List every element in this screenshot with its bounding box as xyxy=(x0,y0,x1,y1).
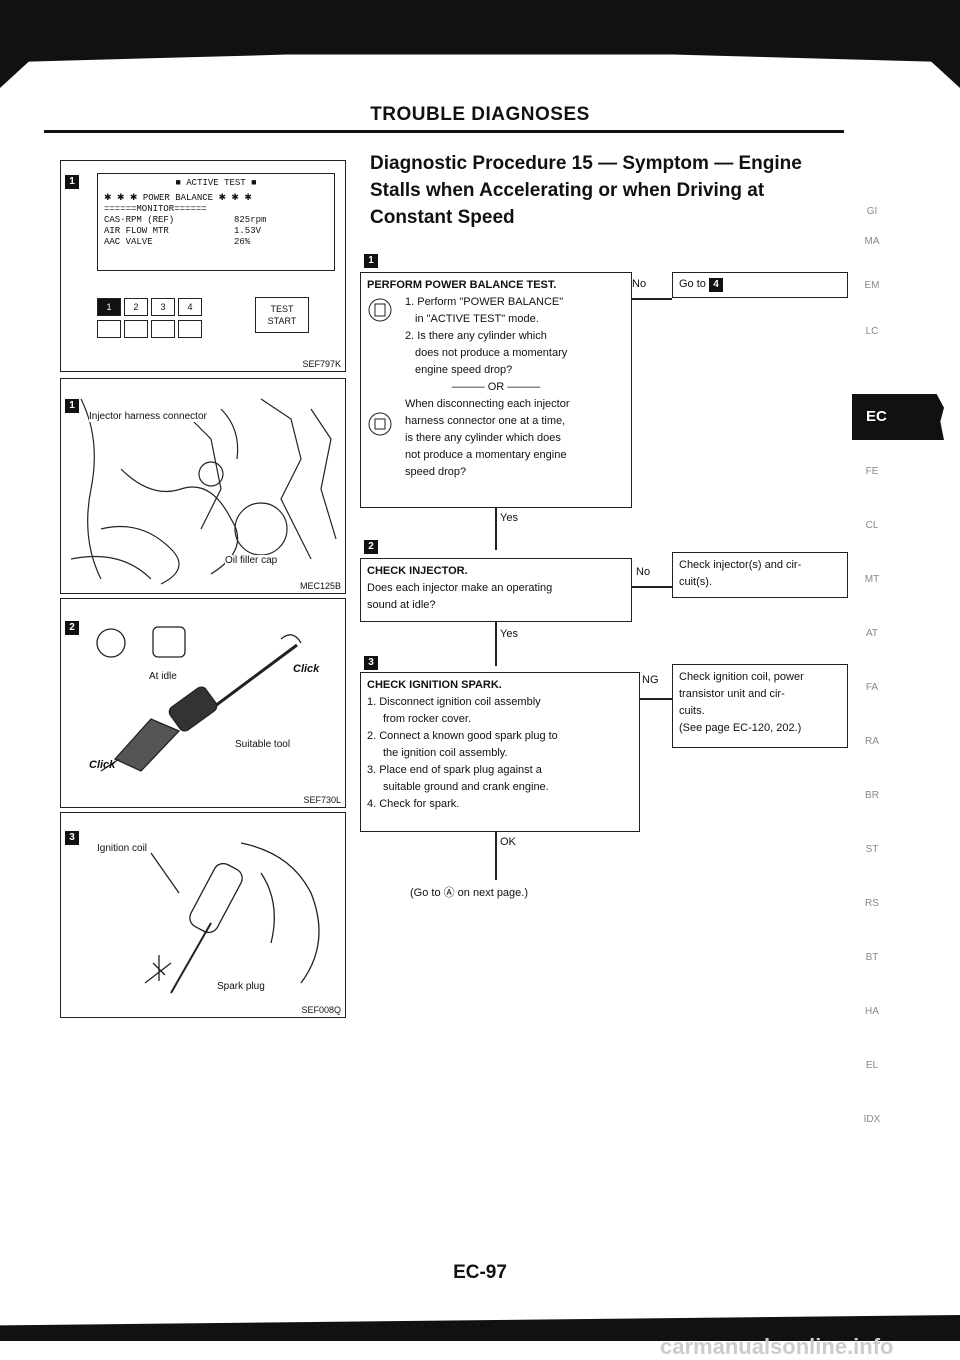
next-page-note: (Go to Ⓐ on next page.) xyxy=(410,887,529,899)
key-3-button[interactable]: 3 xyxy=(151,298,175,316)
screen-line1: ✱ ✱ ✱ POWER BALANCE ✱ ✱ ✱ xyxy=(104,193,252,203)
top-border-bar xyxy=(0,0,960,88)
arrow-no-1 xyxy=(632,298,672,300)
figure-engine-bay: 1 Injector harness connector Oil filler … xyxy=(60,378,346,594)
ignition-illustration xyxy=(144,842,320,994)
step2-title: CHECK INJECTOR. xyxy=(367,565,468,577)
side-tab-em[interactable]: EM xyxy=(864,280,880,291)
step-badge-3: 3 xyxy=(65,831,79,845)
screen-row: CAS·RPM (REF)825rpm xyxy=(104,215,267,225)
step1-box: PERFORM POWER BALANCE TEST. 1. Perform "… xyxy=(360,272,632,508)
suitable-tool-label: Suitable tool xyxy=(235,739,291,750)
side-tab-el[interactable]: EL xyxy=(865,1060,879,1071)
side-tab-fa[interactable]: FA xyxy=(865,682,879,693)
key-blank[interactable] xyxy=(97,320,121,338)
page-number: EC-97 xyxy=(453,1262,507,1283)
step3-box: CHECK IGNITION SPARK. 1. Disconnect igni… xyxy=(360,672,640,832)
click-label: Click xyxy=(293,663,320,675)
step-badge-1: 1 xyxy=(65,399,79,413)
figure-code: SEF008Q xyxy=(301,1005,341,1015)
or-divider: ——— OR ——— xyxy=(451,381,541,393)
side-tab-br[interactable]: BR xyxy=(865,790,879,801)
click-label: Click xyxy=(89,759,116,771)
screen-title: ■ ACTIVE TEST ■ xyxy=(175,178,257,188)
step-badge-2: 2 xyxy=(364,540,378,554)
figure-consult-screen: 1 ■ ACTIVE TEST ■ ✱ ✱ ✱ POWER BALANCE ✱ … xyxy=(60,160,346,372)
step3-ng-result: Check ignition coil, power transistor un… xyxy=(672,664,848,748)
ng-label: NG xyxy=(642,674,659,686)
arrow-yes-1 xyxy=(495,508,497,550)
arrow-yes-2 xyxy=(495,622,497,666)
side-tab-st[interactable]: ST xyxy=(865,844,879,855)
side-tab-gi[interactable]: GI xyxy=(866,206,878,217)
no-label: No xyxy=(636,566,651,578)
ignition-coil-label: Ignition coil xyxy=(97,843,148,854)
step-badge-4: 4 xyxy=(708,278,723,292)
oil-filler-cap-label: Oil filler cap xyxy=(225,555,278,566)
arrow-no-2 xyxy=(632,586,672,588)
side-tab-list: GI MA EM LC xyxy=(852,206,896,388)
step-badge-1: 1 xyxy=(65,175,79,189)
step2-box: CHECK INJECTOR. Does each injector make … xyxy=(360,558,632,622)
harness-icon xyxy=(368,412,392,436)
step-badge-1: 1 xyxy=(364,254,378,268)
figure-code: MEC125B xyxy=(299,581,341,591)
key-2-button[interactable]: 2 xyxy=(124,298,148,316)
injector-illustration xyxy=(96,626,302,772)
figure-injector-check: 2 At idle Click Suitable tool Click SEF7… xyxy=(60,598,346,808)
arrow-ng-3 xyxy=(640,698,672,700)
step2-no-result: Check injector(s) and cir- cuit(s). xyxy=(672,552,848,598)
side-tab-ha[interactable]: HA xyxy=(865,1006,879,1017)
side-tab-mt[interactable]: MT xyxy=(864,574,880,585)
key-1-button[interactable]: 1 xyxy=(97,298,121,316)
consult-icon xyxy=(368,298,392,322)
no-label: No xyxy=(632,278,647,290)
side-tab-cl[interactable]: CL xyxy=(865,520,879,531)
at-idle-label: At idle xyxy=(149,671,177,682)
page-header-title: TROUBLE DIAGNOSES xyxy=(370,104,590,125)
ok-label: OK xyxy=(500,836,516,848)
section-title: Diagnostic Procedure 15 — Symptom — Engi… xyxy=(370,150,802,231)
figure-code: SEF730L xyxy=(303,795,341,805)
watermark: carmanualsonline.info xyxy=(660,1334,894,1359)
side-tab-ra[interactable]: RA xyxy=(865,736,879,747)
figure-ignition-spark: 3 Ignition coil Spark plug SEF008Q xyxy=(60,812,346,1018)
spark-plug-label: Spark plug xyxy=(217,981,265,992)
arrow-ok-3 xyxy=(495,832,497,880)
injector-connector-label: Injector harness connector xyxy=(89,411,207,422)
yes-label: Yes xyxy=(500,512,518,524)
section-title-line1: Diagnostic Procedure 15 — Symptom — Engi… xyxy=(370,153,802,174)
step-badge-3: 3 xyxy=(364,656,378,670)
side-tab-bt[interactable]: BT xyxy=(865,952,879,963)
section-title-line3: Constant Speed xyxy=(370,207,515,228)
side-tab-rs[interactable]: RS xyxy=(865,898,879,909)
key-blank[interactable] xyxy=(151,320,175,338)
header-rule xyxy=(44,130,844,133)
side-tab-ma[interactable]: MA xyxy=(864,236,880,247)
side-tab-lc[interactable]: LC xyxy=(865,326,879,337)
key-4-button[interactable]: 4 xyxy=(178,298,202,316)
figure-code: SEF797K xyxy=(302,359,341,369)
side-tab-ec-active[interactable]: EC xyxy=(852,394,944,440)
step-badge-2: 2 xyxy=(65,621,79,635)
section-title-line2: Stalls when Accelerating or when Driving… xyxy=(370,180,765,201)
key-blank[interactable] xyxy=(124,320,148,338)
yes-label: Yes xyxy=(500,628,518,640)
side-tab-at[interactable]: AT xyxy=(865,628,879,639)
step1-no-result: Go to 4 xyxy=(672,272,848,298)
key-blank[interactable] xyxy=(178,320,202,338)
side-tab-idx[interactable]: IDX xyxy=(863,1114,881,1125)
screen-line2: ======MONITOR====== xyxy=(104,204,207,214)
step1-title: PERFORM POWER BALANCE TEST. xyxy=(367,279,557,291)
test-start-button[interactable]: TEST START xyxy=(255,297,309,333)
step3-title: CHECK IGNITION SPARK. xyxy=(367,679,502,691)
consult-screen: ■ ACTIVE TEST ■ ✱ ✱ ✱ POWER BALANCE ✱ ✱ … xyxy=(97,173,335,271)
side-tab-fe[interactable]: FE xyxy=(865,466,879,477)
side-tab-list-lower: FE CL MT AT FA RA BR ST RS BT HA EL IDX xyxy=(852,466,896,1154)
